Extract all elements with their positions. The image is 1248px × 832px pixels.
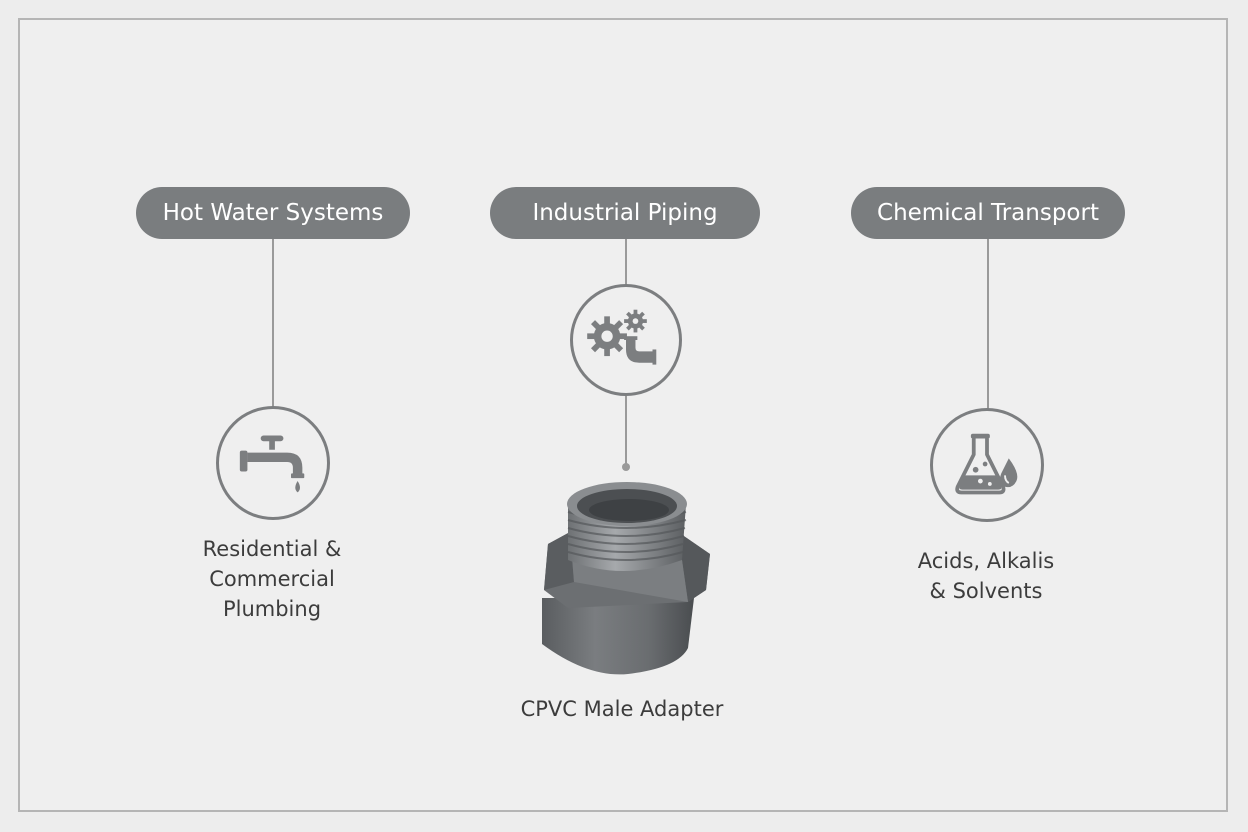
flask-droplet-icon [955,433,1018,495]
caption-line: & Solvents [929,579,1043,603]
industrial-piping-pill: Industrial Piping [490,187,760,239]
faucet-icon-circle [216,406,330,520]
hot-water-connector-line [272,239,274,407]
connector-end-dot [622,463,630,471]
chemical-caption: Acids, Alkalis & Solvents [886,546,1086,606]
industrial-connector-line-bottom [625,396,627,466]
caption-line: Residential & [202,537,342,561]
caption-line: Commercial [209,567,335,591]
cpvc-male-adapter-image [528,478,718,678]
chemical-connector-line [987,239,989,409]
chemical-transport-pill: Chemical Transport [851,187,1125,239]
product-caption: CPVC Male Adapter [520,697,724,721]
caption-line: Acids, Alkalis [917,549,1055,573]
caption-line: Plumbing [222,597,322,621]
hot-water-caption: Residential & Commercial Plumbing [172,534,372,624]
gears-pipe-icon [587,309,657,365]
gears-pipe-icon-circle [570,284,682,396]
flask-droplet-icon-circle [930,408,1044,522]
faucet-icon [239,435,305,493]
industrial-connector-line-top [625,239,627,285]
diagram-frame [18,18,1228,812]
hot-water-systems-pill: Hot Water Systems [136,187,410,239]
